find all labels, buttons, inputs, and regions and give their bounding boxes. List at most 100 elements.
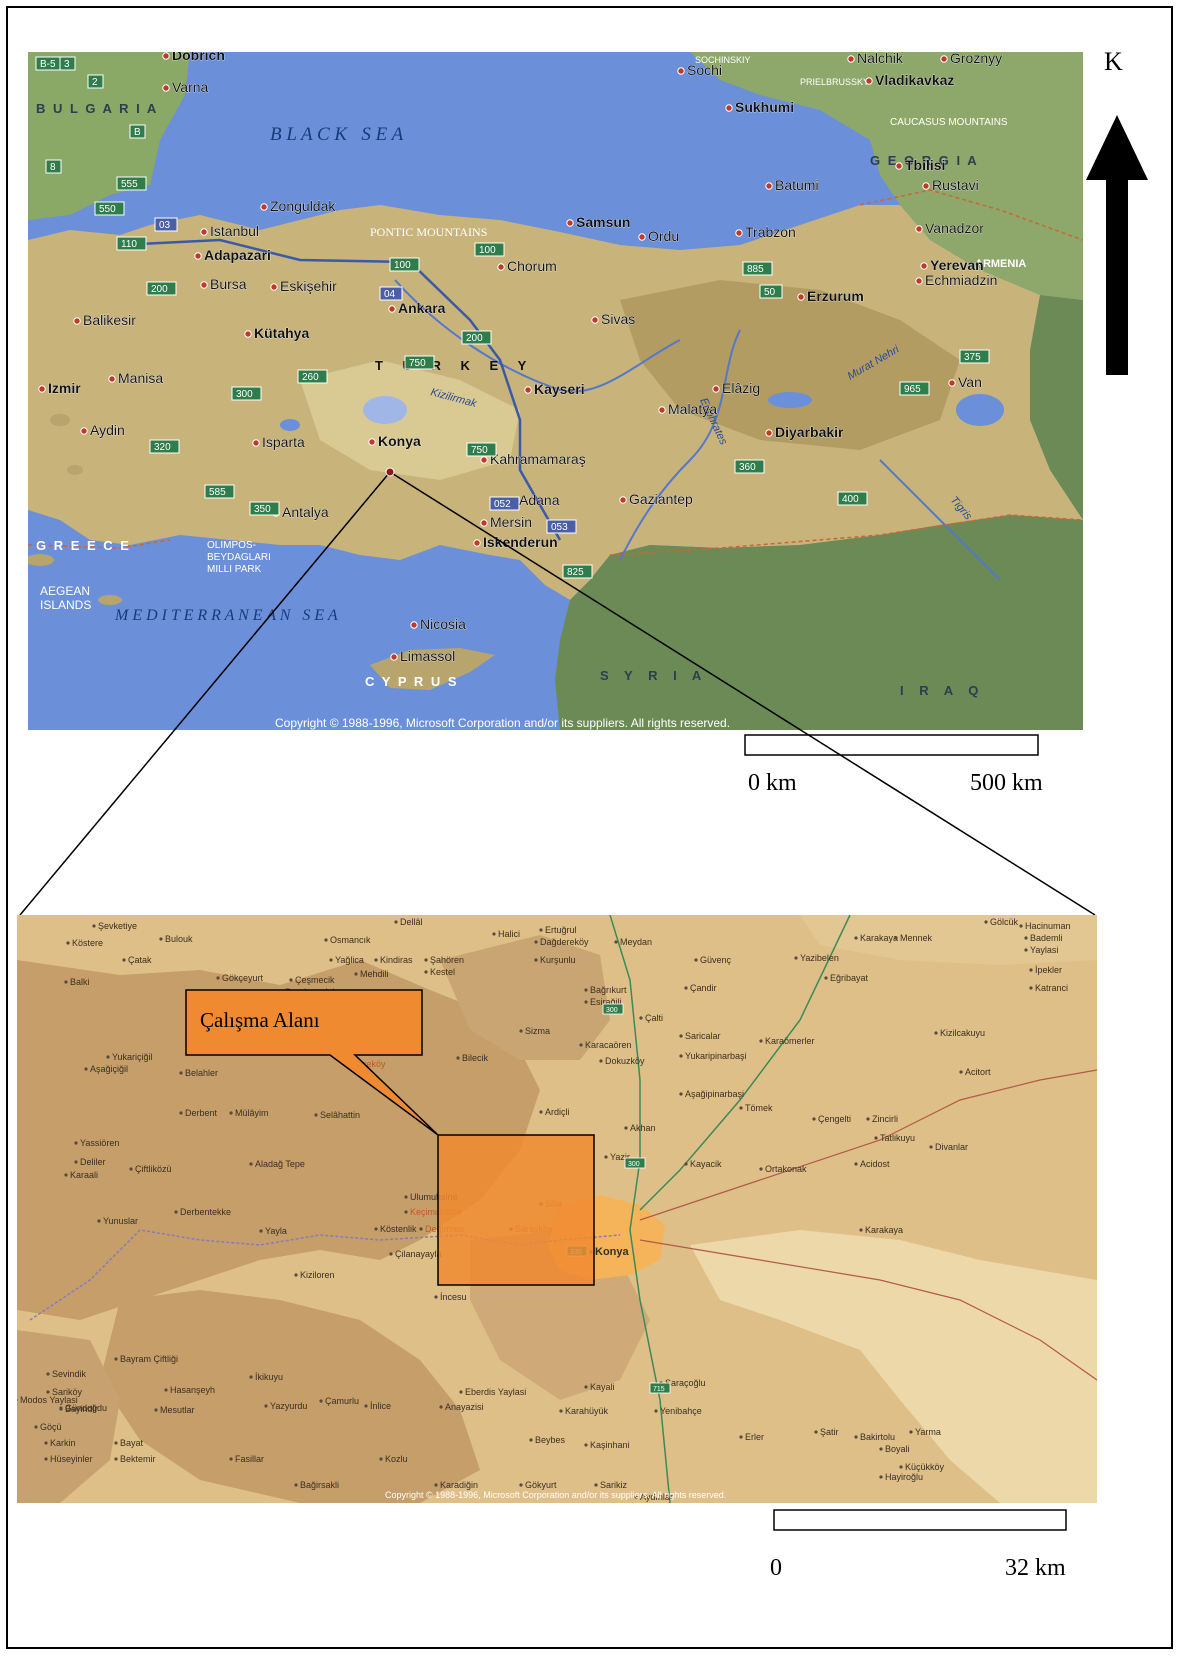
city-marker-icon — [712, 385, 720, 393]
place-27: Karakaya — [854, 933, 898, 943]
place-marker-icon — [74, 1160, 78, 1164]
city-label: Izmir — [48, 380, 81, 396]
place-label: Gölcük — [990, 917, 1019, 927]
place-label: Şevketiye — [98, 921, 137, 931]
city-37: Echmiadzin — [915, 272, 998, 288]
place-80: Kiziloren — [294, 1270, 335, 1280]
place-6: Çeşmecik — [289, 975, 335, 985]
place-label: Köstenlik — [380, 1224, 417, 1234]
place-label: Çandir — [690, 983, 717, 993]
place-label: Yazir — [610, 1152, 630, 1162]
place-113: Bektemir — [114, 1454, 156, 1464]
place-label: Selâhattin — [320, 1110, 360, 1120]
city-marker-icon — [480, 456, 488, 464]
place-21: Esirağili — [584, 997, 622, 1007]
place-marker-icon — [934, 1031, 938, 1035]
place-marker-icon — [824, 976, 828, 980]
place-label: Şatir — [820, 1427, 839, 1437]
plain-southeast — [690, 1230, 1097, 1503]
city-marker-icon — [200, 281, 208, 289]
place-label: Karacaören — [585, 1040, 632, 1050]
city-18: Iskenderun — [473, 534, 558, 550]
place-marker-icon — [434, 1483, 438, 1487]
place-marker-icon — [404, 1210, 408, 1214]
city-label: Dobrich — [172, 47, 225, 63]
place-20: Bağrıkurt — [584, 985, 627, 995]
place-marker-icon — [434, 1295, 438, 1299]
place-label: İncesu — [440, 1292, 467, 1302]
city-label: Echmiadzin — [925, 272, 997, 288]
place-marker-icon — [46, 1390, 50, 1394]
road-shield: 400 — [837, 491, 868, 506]
place-label: Halici — [498, 929, 520, 939]
city-marker-icon — [920, 262, 928, 270]
place-marker-icon — [854, 1162, 858, 1166]
place-marker-icon — [679, 1054, 683, 1058]
place-label: Gökçeyurt — [222, 973, 264, 983]
balkans-land — [28, 52, 190, 220]
road-shield: B — [129, 124, 146, 139]
highway-route — [119, 238, 562, 541]
place-60: Deliler — [74, 1157, 106, 1167]
place-marker-icon — [854, 936, 858, 940]
city-7: Manisa — [108, 370, 164, 386]
place-99: Hasanşeyh — [164, 1385, 215, 1395]
place-58: Divanlar — [929, 1142, 968, 1152]
place-label: Bağrıkurt — [590, 985, 627, 995]
city-label: Vladikavkaz — [875, 72, 954, 88]
city-marker-icon — [895, 162, 903, 170]
place-label: Yunuslar — [103, 1216, 138, 1226]
city-28: Malatya — [658, 401, 718, 417]
city-40: Nalchik — [847, 52, 904, 66]
city-label: Gaziantep — [629, 491, 693, 507]
place-74: Yunuslar — [97, 1216, 138, 1226]
aegean-label-2: ISLANDS — [40, 598, 91, 612]
place-label: Sizma — [525, 1026, 550, 1036]
city-marker-icon — [922, 182, 930, 190]
place-marker-icon — [1024, 948, 1028, 952]
place-54: Akhan — [624, 1123, 656, 1133]
place-56: Zincirli — [866, 1114, 898, 1124]
road-shield-label: 550 — [99, 204, 116, 215]
place-42: Dokuzköy — [599, 1056, 645, 1066]
place-73: Derbentekke — [174, 1207, 231, 1217]
place-30: Hacinuman — [1019, 921, 1071, 931]
place-marker-icon — [639, 1016, 643, 1020]
road-shield-label: 2 — [92, 77, 98, 88]
place-marker-icon — [694, 958, 698, 962]
place-label: Derbent — [185, 1108, 218, 1118]
place-104: İnlice — [364, 1401, 391, 1411]
place-marker-icon — [34, 1425, 38, 1429]
city-label: Antalya — [282, 504, 329, 520]
place-10: Mehdili — [354, 969, 389, 979]
place-84: Sariköy — [46, 1387, 83, 1397]
place-label: Gündoğdu — [65, 1403, 107, 1413]
road-shield-label: 400 — [842, 494, 859, 505]
city-label: Kahramamaraş — [490, 451, 586, 467]
place-15: Halici — [492, 929, 520, 939]
place-label: Bilecik — [462, 1053, 489, 1063]
place-50: Derbent — [179, 1108, 218, 1118]
place-marker-icon — [114, 1357, 118, 1361]
place-label: Çalti — [645, 1013, 663, 1023]
place-marker-icon — [1019, 924, 1023, 928]
cyprus-island — [370, 648, 495, 690]
place-48: Kizilcakuyu — [934, 1028, 985, 1038]
hills-far-southwest — [17, 1330, 120, 1503]
place-label: Hayiroğlu — [885, 1472, 923, 1482]
place-label: Katranci — [1035, 983, 1068, 993]
place-98: İkikuyu — [249, 1372, 283, 1382]
place-marker-icon — [354, 972, 358, 976]
city-marker-icon — [388, 305, 396, 313]
place-label: Bayindir — [65, 1404, 98, 1414]
place-marker-icon — [739, 1106, 743, 1110]
place-29: Gölcük — [984, 917, 1019, 927]
aegean-label: AEGEAN — [40, 584, 90, 598]
road-shield: 750 — [404, 355, 435, 370]
city-14: Antalya — [272, 504, 329, 520]
place-marker-icon — [424, 958, 428, 962]
place-label: Saricalar — [685, 1031, 721, 1041]
place-marker-icon — [324, 938, 328, 942]
scale-bottom-end: 32 km — [1005, 1555, 1066, 1581]
city-39: Sukhumi — [725, 99, 794, 115]
